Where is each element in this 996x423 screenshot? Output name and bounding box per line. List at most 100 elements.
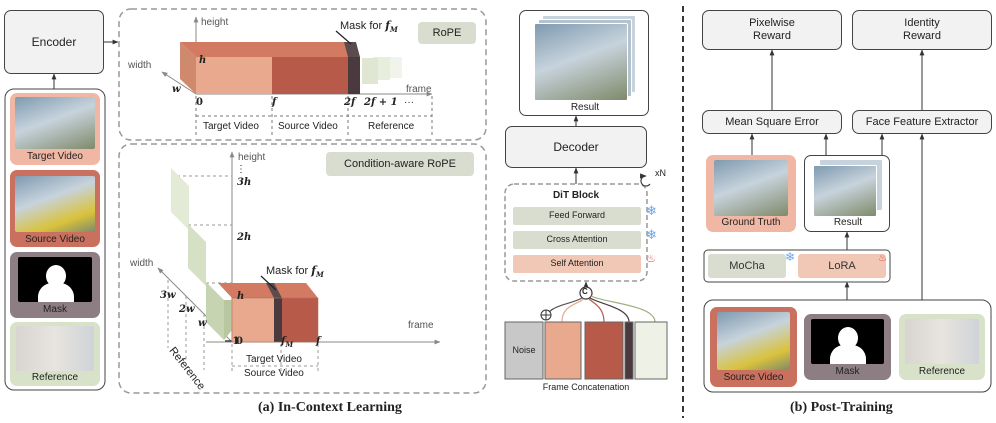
frame-concat-label: Frame Concatenation	[542, 382, 630, 392]
scene-image	[15, 97, 95, 149]
ffe-label: Face Feature Extractor	[865, 115, 979, 128]
snowflake-icon: ❄	[646, 227, 657, 242]
mask-label-text: Mask for	[266, 265, 309, 277]
source-image	[717, 312, 790, 370]
carope-badge: Condition-aware RoPE	[326, 152, 474, 176]
lora-label: LoRA	[828, 260, 856, 272]
input-reference: Reference	[10, 322, 100, 386]
reward-line: Reward	[903, 30, 941, 42]
rope-tick-2f1: 2f + 1	[364, 97, 398, 108]
carope-axis-width: width	[130, 258, 154, 269]
carope-tick-fm: fM	[281, 336, 293, 349]
rope-w-label: w	[172, 84, 181, 95]
pixelwise-reward-box: Pixelwise Reward	[702, 10, 842, 50]
mse-box: Mean Square Error	[702, 110, 842, 134]
face-extractor-box: Face Feature Extractor	[852, 110, 992, 134]
mask-silhouette	[838, 327, 858, 349]
mask-subscript: M	[315, 270, 324, 280]
carope-reference-stack	[171, 168, 232, 340]
post-input-label: Source Video	[723, 372, 784, 383]
gt-image	[714, 160, 788, 216]
input-source-video: Source Video	[10, 170, 100, 247]
carope-tick-0: 0	[236, 336, 243, 347]
fire-icon: ♨	[646, 253, 656, 265]
carope-block	[218, 283, 319, 343]
reward-line: Identity	[904, 17, 940, 29]
carope-axis-frame: frame	[408, 320, 434, 331]
fm-sub: M	[285, 340, 294, 349]
noise-label: Noise	[512, 345, 536, 355]
dit-panel	[504, 183, 648, 282]
rope-section-reference: Reference	[368, 121, 415, 132]
carope-source-label: Source Video	[244, 368, 304, 379]
carope-panel	[118, 143, 487, 394]
reference-image	[905, 319, 979, 364]
concat-wires	[545, 295, 656, 323]
mask-image	[18, 257, 92, 302]
post-input-source-video: Source Video	[710, 307, 797, 387]
mask-silhouette-body	[38, 283, 74, 302]
post-input-label: Mask	[835, 366, 860, 377]
carope-tick-w: w	[198, 318, 207, 329]
mask-label-text: Mask for	[340, 20, 383, 32]
fm-sym: f	[281, 336, 286, 347]
carope-axis-height: height	[238, 152, 266, 163]
mask-subscript: M	[389, 25, 398, 35]
input-mask: Mask	[10, 252, 100, 318]
decoder-box: Decoder	[505, 126, 647, 168]
carope-tick-3w: 3w	[160, 290, 176, 301]
rope-tick-dots: ···	[404, 97, 414, 108]
mocha-box: MoCha	[708, 254, 786, 278]
snowflake-icon: ❄	[785, 250, 796, 264]
mask-image	[811, 319, 884, 364]
carope-tick-3h: 3h	[237, 177, 252, 188]
carope-mask-label: Mask for fM	[266, 264, 324, 279]
rope-tick-0: 0	[196, 97, 203, 108]
carope-tick-2w: 2w	[179, 304, 195, 315]
reference-image	[16, 326, 94, 371]
layer-self-attention-label: Self Attention	[550, 258, 604, 268]
identity-reward-box: Identity Reward	[852, 10, 992, 50]
encoder-box: Encoder	[4, 10, 104, 74]
concat-c-label: C	[582, 287, 588, 296]
layer-feed-forward-label: Feed Forward	[548, 210, 606, 220]
snowflake-icon: ❄	[646, 203, 657, 218]
input-label: Source Video	[25, 234, 85, 245]
input-label: Reference	[31, 372, 79, 383]
mocha-label: MoCha	[729, 260, 765, 272]
layer-self-attention	[513, 255, 641, 273]
dit-title: DiT Block	[552, 190, 600, 201]
scene-image	[15, 176, 95, 232]
loop-icon	[640, 173, 651, 187]
result-frame-front	[534, 23, 628, 101]
rope-badge-label: RoPE	[432, 27, 462, 39]
mask-symbol: f	[385, 19, 390, 32]
rope-reference-ghosts	[362, 57, 402, 84]
carope-vdots: ⋮	[236, 164, 246, 175]
gt-label: Ground Truth	[721, 217, 781, 228]
rope-axis-width: width	[128, 60, 152, 71]
carope-target-label: Target Video	[246, 354, 302, 365]
rope-section-source: Source Video	[278, 121, 338, 132]
input-label: Mask	[43, 304, 67, 315]
post-input-reference: Reference	[899, 314, 985, 380]
decoder-label: Decoder	[553, 139, 599, 154]
lora-box: LoRA	[798, 254, 886, 278]
mask-silhouette	[46, 265, 66, 287]
layer-cross-attention	[513, 231, 641, 249]
carope-badge-label: Condition-aware RoPE	[344, 158, 456, 170]
layer-feed-forward	[513, 207, 641, 225]
post-input-mask: Mask	[804, 314, 891, 380]
post-input-label: Reference	[918, 366, 966, 377]
reward-line: Reward	[753, 30, 791, 42]
rope-mask-label: Mask for fM	[340, 19, 398, 34]
rope-block	[180, 42, 360, 94]
mask-symbol: f	[311, 264, 316, 277]
result-label: Result	[570, 102, 600, 113]
mask-pointer-rope	[335, 30, 352, 45]
rope-tick-2f: 2f	[344, 97, 356, 108]
add-node-plus	[541, 310, 551, 320]
rope-section-target: Target Video	[203, 121, 259, 132]
ground-truth: Ground Truth	[706, 155, 796, 232]
